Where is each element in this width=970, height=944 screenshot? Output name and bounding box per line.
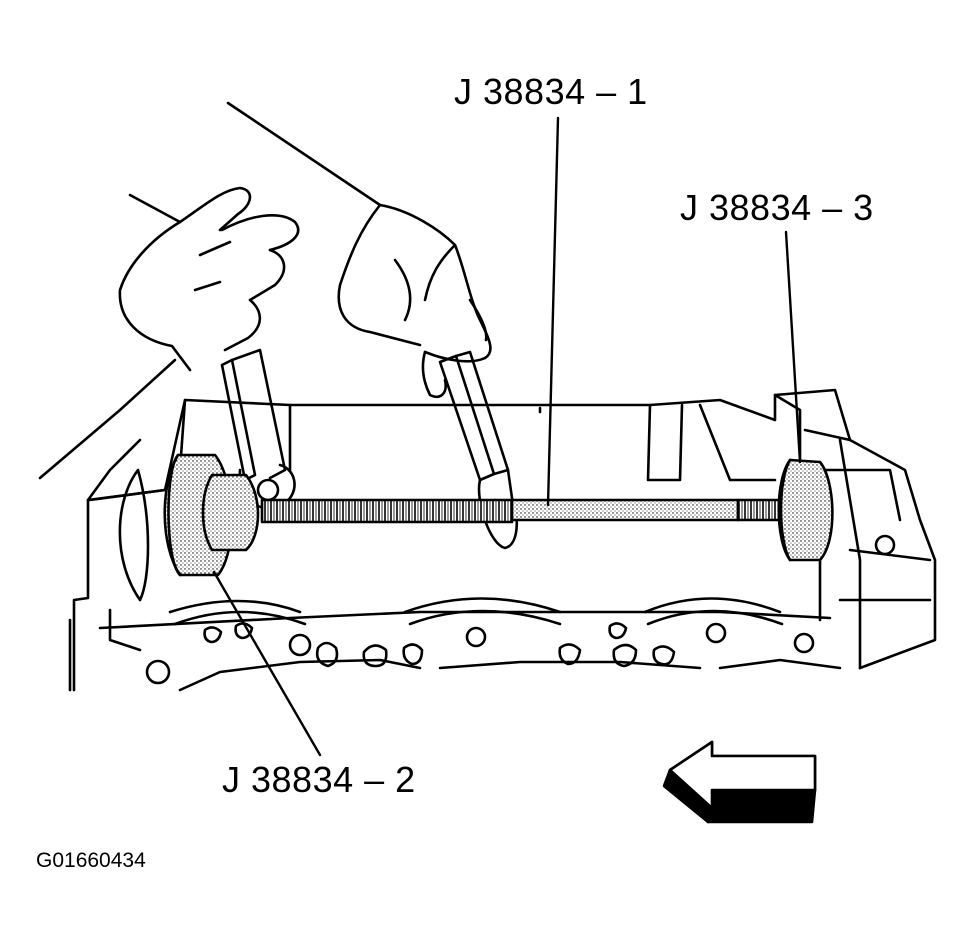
leader-line-3: [784, 230, 802, 464]
arrow-left-icon: [662, 740, 817, 824]
puller-body: [118, 453, 260, 602]
threaded-rod: [260, 498, 782, 524]
leader-line-2: [212, 570, 322, 757]
callout-j38834-3: J 38834 – 3: [680, 187, 874, 228]
callout-j38834-1: J 38834 – 1: [454, 71, 648, 112]
installer-adapter: [777, 458, 834, 562]
callout-j38834-2: J 38834 – 2: [222, 759, 416, 800]
technician-hands: [38, 101, 492, 480]
leader-line-1: [546, 116, 560, 507]
figure-id: G01660434: [36, 849, 146, 872]
